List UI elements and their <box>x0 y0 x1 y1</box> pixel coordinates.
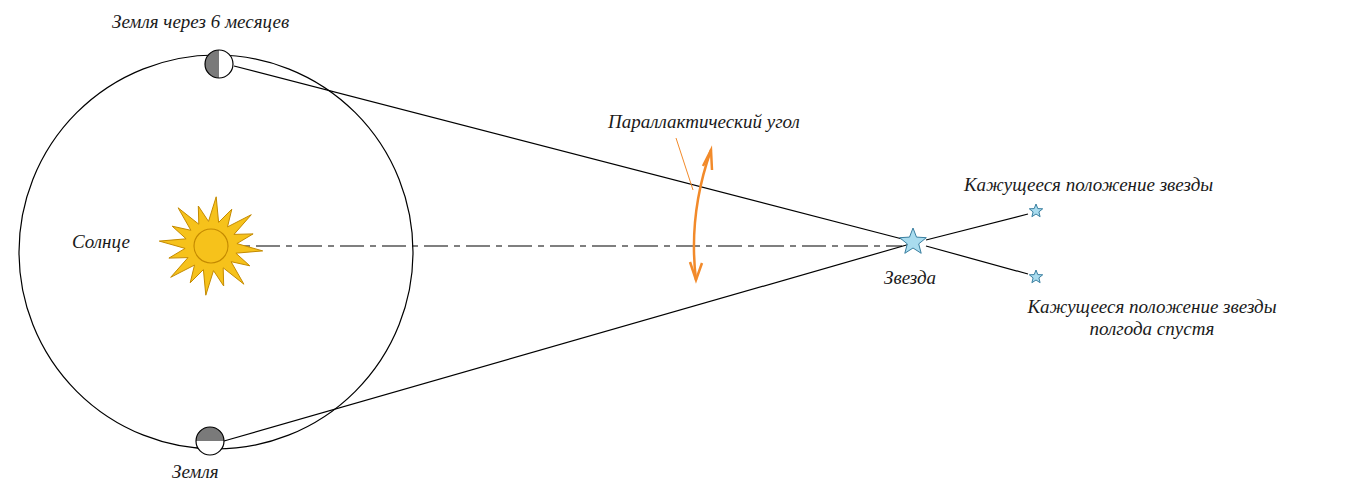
sun-star-axis <box>214 245 902 246</box>
earth-orbit <box>19 55 413 449</box>
sun-disc <box>194 229 228 263</box>
sight-line <box>224 244 910 441</box>
apparent-position-label: Кажущееся положение звезды <box>964 174 1213 196</box>
sight-line <box>234 66 910 241</box>
arrowhead <box>690 262 702 280</box>
apparent-star <box>1029 270 1042 283</box>
apparent-star <box>1029 204 1042 217</box>
apparent-position-label: Кажущееся положение звезды полгода спуст… <box>1002 296 1302 340</box>
sight-extension <box>926 246 1028 274</box>
angle-label: Параллактический угол <box>608 111 800 133</box>
earth-symbol <box>204 49 233 79</box>
earth-label: Земля <box>172 461 219 483</box>
earth-symbol <box>195 426 225 455</box>
star-label: Звезда <box>884 267 936 289</box>
sight-extension <box>926 214 1028 240</box>
star <box>900 228 927 253</box>
sun-rays <box>159 197 262 295</box>
parallax-arc <box>694 150 711 280</box>
earth-label: Земля через 6 месяцев <box>112 11 289 33</box>
leader-line <box>676 138 693 190</box>
sun-label: Солнце <box>72 231 130 253</box>
arrowhead <box>703 150 712 170</box>
